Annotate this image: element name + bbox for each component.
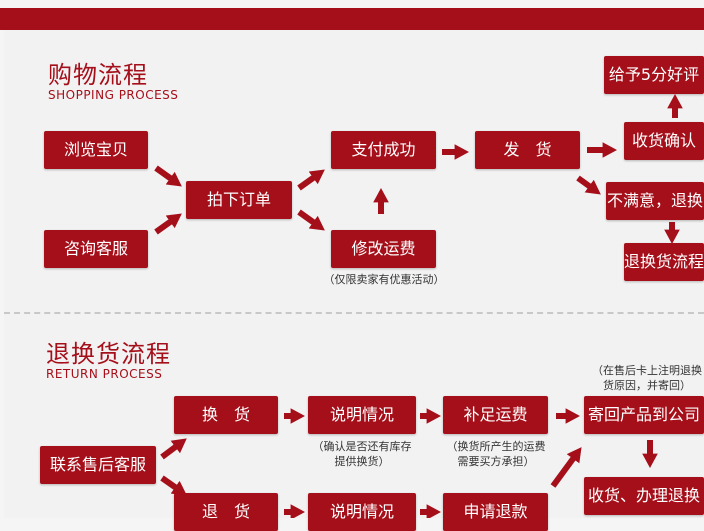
receive-process-node: 收货、办理退换 [584, 477, 704, 515]
ship-node: 发 货 [475, 131, 580, 169]
supplement-shipping-node: 补足运费 [443, 396, 548, 434]
shopping-title: 购物流程 [48, 61, 148, 89]
return-subtitle: RETURN PROCESS [46, 367, 163, 381]
contact-service-node: 联系售后客服 [40, 446, 156, 484]
order-node: 拍下订单 [186, 181, 292, 219]
supplement-note-line2: 需要买方承担） [457, 455, 535, 468]
top-banner [0, 8, 704, 30]
good-review-node: 给予5分好评 [604, 56, 704, 94]
send-back-note-line2: 货原因，并寄回） [603, 379, 691, 392]
exchange-note-line1: （确认是否还有库存 [312, 440, 412, 453]
modify-shipping-note: （仅限卖家有优惠活动） [323, 273, 445, 286]
send-back-node: 寄回产品到公司 [584, 396, 704, 434]
apply-refund-node: 申请退款 [443, 493, 548, 531]
confirm-receipt-node: 收货确认 [624, 122, 704, 160]
return-title: 退换货流程 [46, 340, 171, 368]
send-back-note-line1: （在售后卡上注明退换 [592, 364, 702, 377]
explain-refund-node: 说明情况 [308, 493, 416, 531]
pay-success-node: 支付成功 [331, 131, 436, 169]
exchange-node: 换 货 [174, 396, 278, 434]
explain-exchange-node: 说明情况 [308, 396, 416, 434]
unsatisfied-node: 不满意，退换 [606, 182, 704, 220]
supplement-note-line1: （换货所产生的运费 [446, 440, 546, 453]
consult-node: 咨询客服 [44, 230, 148, 268]
exchange-note-line2: 提供换货） [334, 455, 390, 468]
refund-node: 退 货 [174, 493, 278, 531]
page-background [4, 30, 704, 518]
shopping-subtitle: SHOPPING PROCESS [48, 88, 179, 102]
section-divider [4, 312, 704, 314]
browse-node: 浏览宝贝 [44, 131, 148, 169]
modify-shipping-node: 修改运费 [331, 230, 436, 268]
return-flow-node: 退换货流程 [624, 243, 704, 281]
